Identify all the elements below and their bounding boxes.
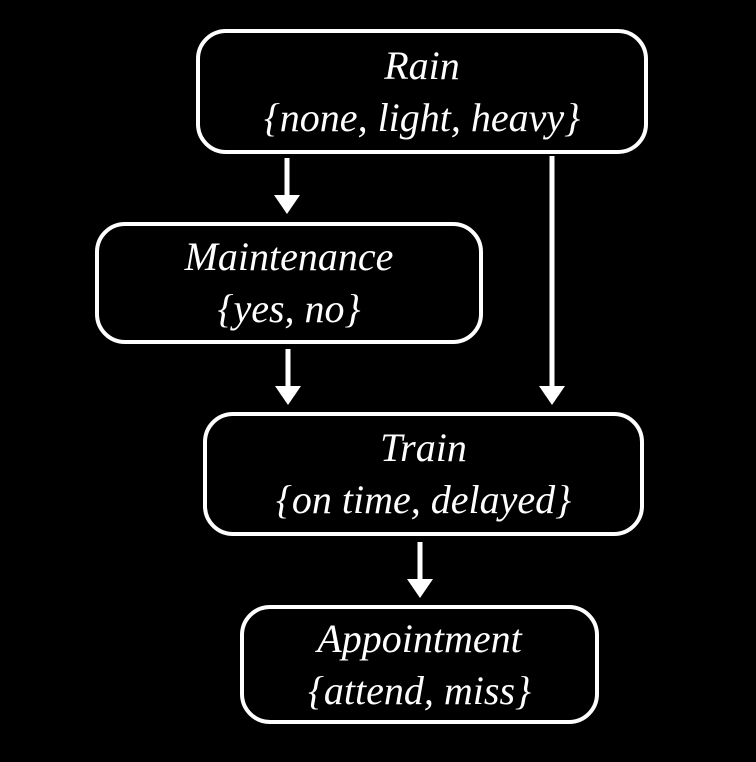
arrowhead-icon xyxy=(275,386,301,405)
edge-maintenance-train xyxy=(275,349,301,405)
node-train-values: {on time, delayed} xyxy=(275,477,572,522)
node-train-label: Train xyxy=(380,425,467,470)
node-maintenance-label: Maintenance xyxy=(184,234,394,279)
node-rain-values: {none, light, heavy} xyxy=(263,94,581,140)
arrowhead-icon xyxy=(539,386,565,405)
node-appointment-values: {attend, miss} xyxy=(307,667,532,713)
node-rain: Rain {none, light, heavy} xyxy=(196,29,648,154)
arrowhead-icon xyxy=(274,195,300,214)
node-appointment-label: Appointment xyxy=(317,615,522,661)
node-maintenance-values: {yes, no} xyxy=(217,286,361,331)
edge-train-appointment xyxy=(407,542,433,598)
node-maintenance: Maintenance {yes, no} xyxy=(95,222,483,344)
edge-rain-maintenance xyxy=(274,158,300,214)
edge-rain-train xyxy=(539,156,565,405)
node-rain-label: Rain xyxy=(384,42,460,88)
node-appointment: Appointment {attend, miss} xyxy=(240,605,599,724)
node-train: Train {on time, delayed} xyxy=(203,412,644,536)
arrowhead-icon xyxy=(407,579,433,598)
